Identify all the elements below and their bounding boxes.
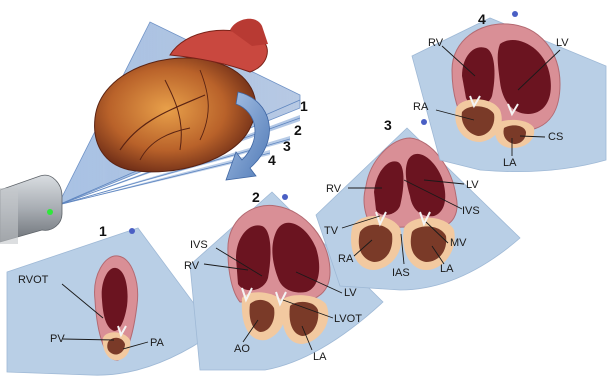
orientation-marker-dot: [282, 194, 288, 200]
label-rv: RV: [326, 183, 342, 195]
label-pa: PA: [150, 337, 165, 349]
label-la: LA: [503, 157, 517, 169]
view-number: 1: [99, 223, 107, 239]
label-pv: PV: [50, 333, 65, 345]
label-mv: MV: [450, 237, 467, 249]
label-ivs: IVS: [190, 239, 208, 251]
label-rvot: RVOT: [18, 274, 49, 286]
plane-number-2: 2: [294, 122, 302, 138]
label-la: LA: [440, 263, 454, 275]
view-number: 2: [252, 189, 260, 205]
label-lv: LV: [466, 179, 479, 191]
label-ao: AO: [234, 343, 250, 355]
label-lv: LV: [344, 287, 357, 299]
label-rv: RV: [184, 260, 200, 272]
echo-view-1: 1 RVOT PV PA: [7, 223, 215, 375]
label-cs: CS: [548, 131, 563, 143]
label-lv: LV: [556, 37, 569, 49]
view-number: 4: [478, 11, 486, 27]
label-ivs: IVS: [462, 205, 480, 217]
label-ra: RA: [338, 253, 354, 265]
plane-number-4: 4: [268, 152, 276, 168]
probe-led-indicator: [47, 209, 53, 215]
label-tv: TV: [324, 225, 339, 237]
label-la: LA: [313, 351, 327, 363]
orientation-marker-dot: [129, 228, 135, 234]
ultrasound-probe-icon: [0, 175, 62, 244]
orientation-marker-dot: [421, 119, 427, 125]
echo-view-4: 4 RV LV RA CS LA: [412, 11, 606, 172]
view-number: 3: [384, 117, 392, 133]
orientation-marker-dot: [512, 11, 518, 17]
label-rv: RV: [428, 37, 444, 49]
label-ias: IAS: [392, 267, 410, 279]
label-lvot: LVOT: [334, 313, 362, 325]
plane-number-3: 3: [283, 138, 291, 154]
label-ra: RA: [413, 101, 429, 113]
plane-number-1: 1: [300, 98, 308, 114]
